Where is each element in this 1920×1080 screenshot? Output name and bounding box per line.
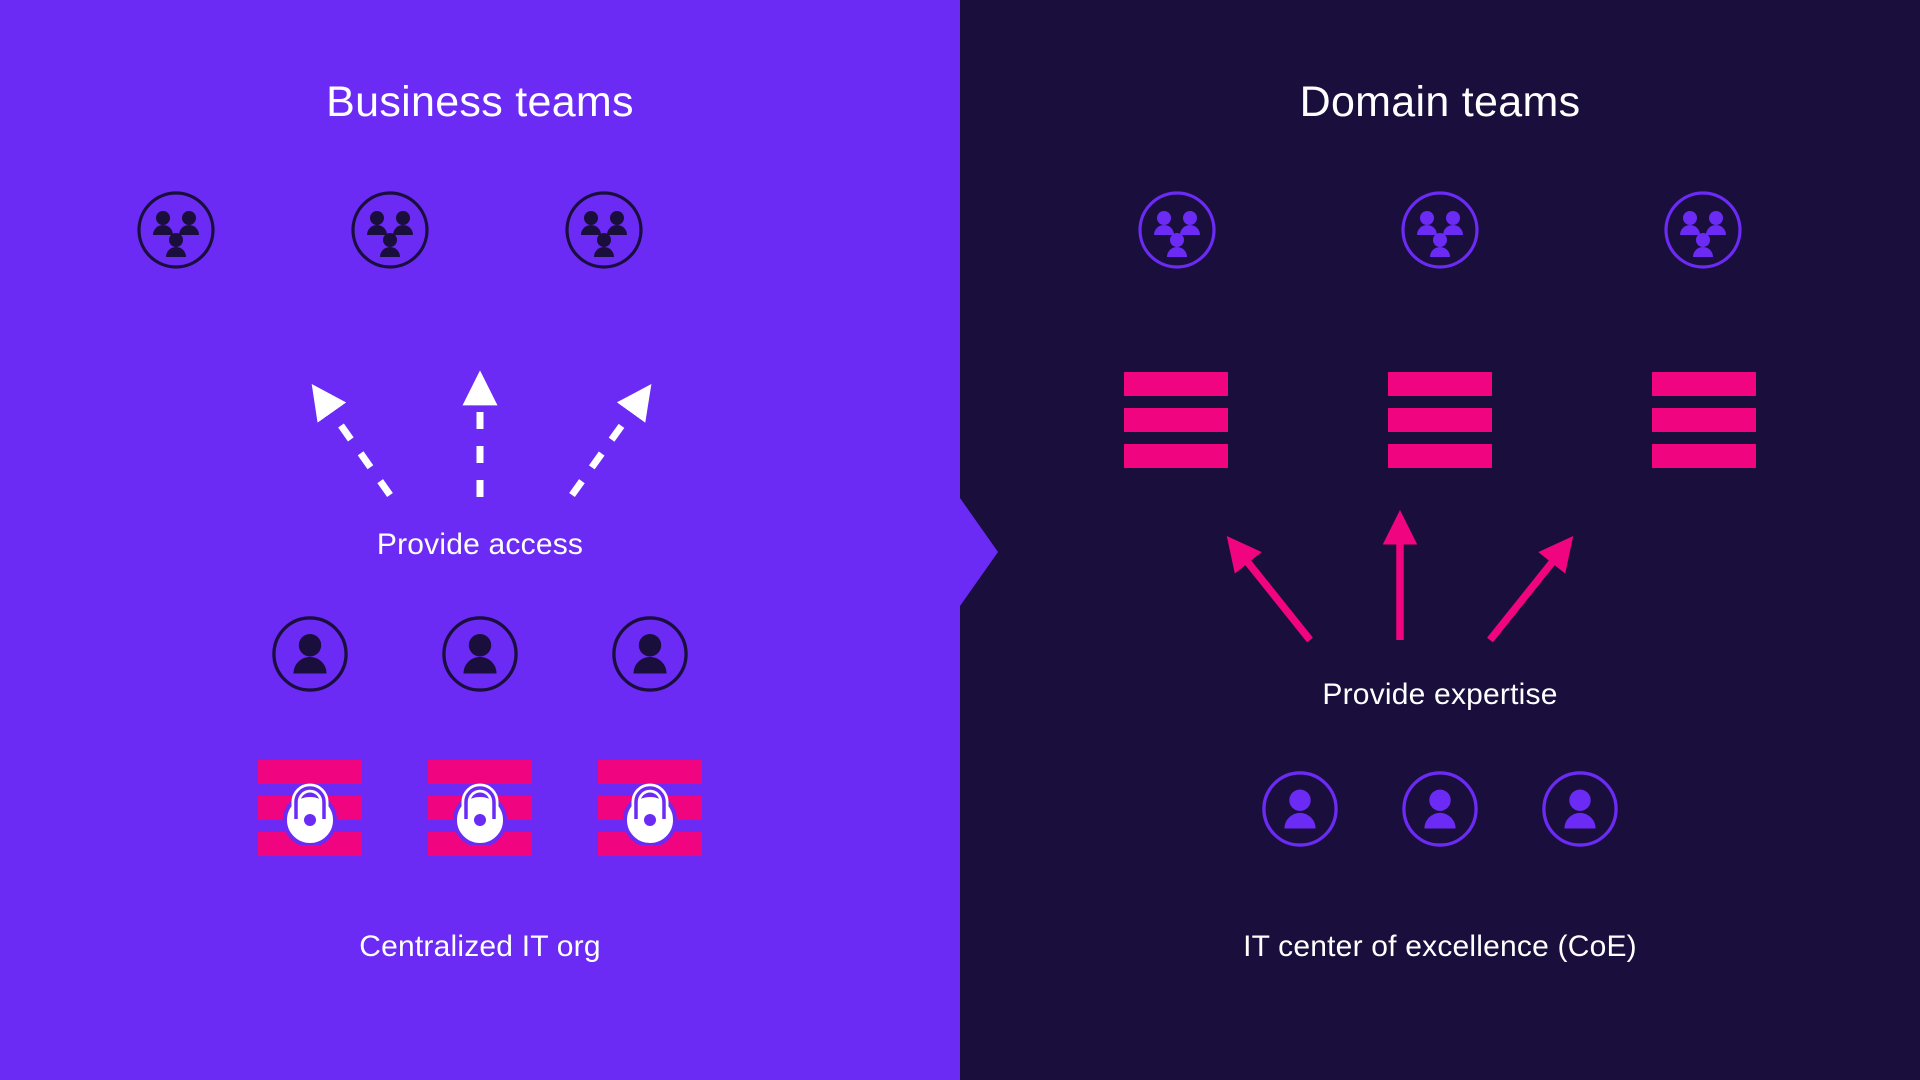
team-group-icon bbox=[350, 190, 430, 270]
right-flow-arrows-solid bbox=[1226, 510, 1574, 643]
right-panel-title: Domain teams bbox=[1299, 78, 1581, 126]
data-bar bbox=[1388, 444, 1492, 468]
locked-data-bars-icon bbox=[258, 760, 362, 856]
right-panel-domain-teams: Domain teams bbox=[960, 0, 1920, 1080]
data-bar bbox=[428, 760, 532, 784]
person-icon bbox=[441, 615, 519, 693]
person-icon bbox=[611, 615, 689, 693]
data-bar bbox=[1652, 444, 1756, 468]
data-bars-icon bbox=[1124, 372, 1228, 468]
data-bars-icon bbox=[1388, 372, 1492, 468]
data-bar bbox=[1388, 372, 1492, 396]
locked-data-bars-icon bbox=[598, 760, 702, 856]
data-bar bbox=[1124, 408, 1228, 432]
right-data-bars-row bbox=[1120, 372, 1760, 468]
left-person-icon-row bbox=[220, 615, 740, 693]
right-flow-label: Provide expertise bbox=[1322, 678, 1558, 711]
lock-icon bbox=[620, 771, 680, 847]
left-team-icon-row bbox=[90, 190, 690, 270]
team-group-icon bbox=[1663, 190, 1743, 270]
left-panel-title: Business teams bbox=[326, 78, 634, 126]
data-bars-icon bbox=[1652, 372, 1756, 468]
locked-data-bars-icon bbox=[428, 760, 532, 856]
team-group-icon bbox=[1137, 190, 1217, 270]
right-bottom-caption: IT center of excellence (CoE) bbox=[1243, 930, 1637, 963]
person-icon bbox=[1541, 770, 1619, 848]
right-team-icon-row bbox=[1130, 190, 1750, 270]
left-panel-business-teams: Business teams bbox=[0, 0, 960, 1080]
person-icon bbox=[1401, 770, 1479, 848]
data-bar bbox=[1124, 372, 1228, 396]
data-bar bbox=[598, 760, 702, 784]
left-locked-data-row bbox=[220, 760, 740, 856]
data-bar bbox=[1388, 408, 1492, 432]
right-person-icon-row bbox=[1160, 770, 1720, 848]
left-flow-label: Provide access bbox=[376, 528, 584, 561]
person-icon bbox=[1261, 770, 1339, 848]
chevron-right-notch-icon bbox=[960, 498, 998, 606]
person-icon bbox=[271, 615, 349, 693]
lock-icon bbox=[450, 771, 510, 847]
left-bottom-caption: Centralized IT org bbox=[359, 930, 601, 963]
data-bar bbox=[1652, 372, 1756, 396]
team-group-icon bbox=[564, 190, 644, 270]
data-bar bbox=[1652, 408, 1756, 432]
lock-icon bbox=[280, 771, 340, 847]
data-bar bbox=[258, 760, 362, 784]
team-group-icon bbox=[1400, 190, 1480, 270]
team-group-icon bbox=[136, 190, 216, 270]
data-bar bbox=[1124, 444, 1228, 468]
